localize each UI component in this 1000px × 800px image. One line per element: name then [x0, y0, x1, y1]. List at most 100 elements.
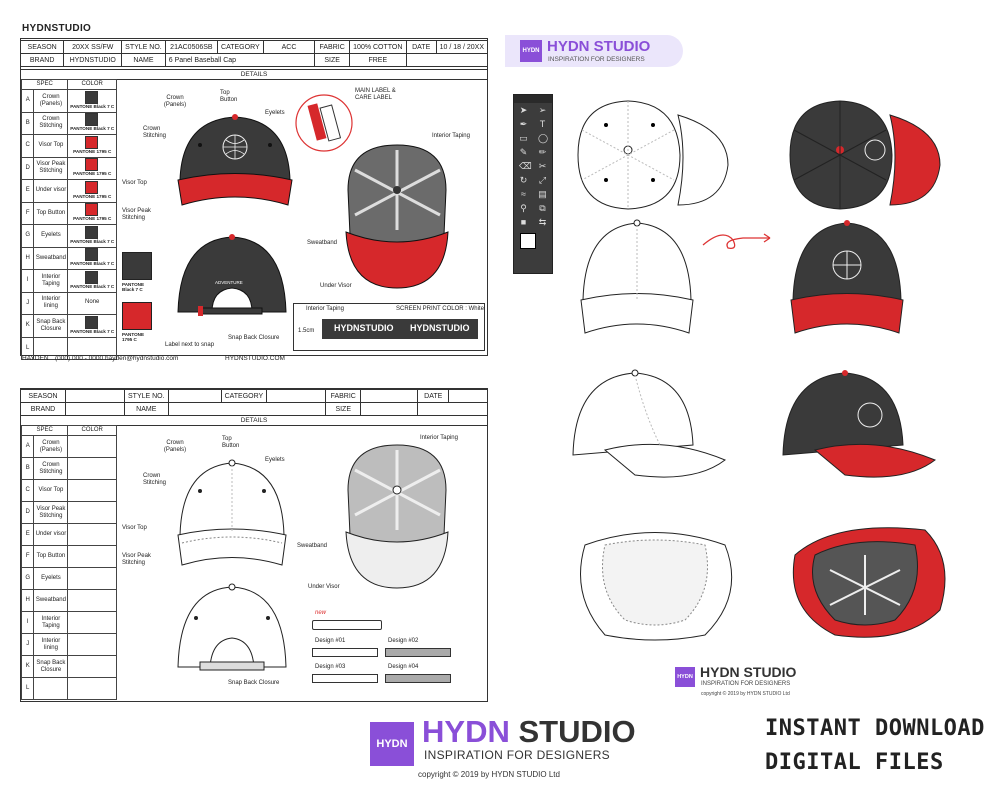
eyedropper-icon[interactable]: ⚲: [520, 202, 527, 213]
spec-name: Under visor: [33, 179, 69, 203]
cap-front-outline-right: [580, 219, 694, 334]
spec-letter: E: [20, 179, 35, 203]
brand-value-2: [65, 402, 125, 416]
rotate-icon[interactable]: ↻: [519, 174, 528, 185]
spec-color: [67, 457, 117, 480]
pantone-label: PANTONE Black 7 C: [70, 103, 115, 109]
bottom-title-b: STUDIO: [509, 714, 636, 749]
spec-color: PANTONE Black 7 C: [67, 314, 117, 338]
pantone-label: PANTONE Black 7 C: [70, 238, 115, 244]
spec-name: Interior lining: [33, 633, 69, 656]
tools-row: ■⇆: [514, 215, 552, 229]
spec-letter: G: [20, 567, 35, 590]
color-swatch: [84, 180, 98, 194]
callout-visor-top: Visor Top: [122, 180, 147, 186]
pen-icon[interactable]: ✒: [519, 118, 528, 129]
bottom-title-a: HYDN: [422, 714, 510, 749]
spec-letter: A: [20, 435, 35, 458]
cap-front-colored: [177, 114, 293, 206]
color-swatch: [84, 225, 98, 239]
spec-name: Interior Taping: [33, 611, 69, 634]
fill-stroke-icon[interactable]: ■: [520, 216, 527, 227]
empty-cell-2: [417, 402, 488, 416]
design-03-strap: [312, 674, 378, 683]
size-label: SIZE: [314, 53, 350, 67]
small-copyright: copyright © 2019 by HYDN STUDIO Ltd: [701, 691, 790, 697]
direct-select-icon[interactable]: ➢: [538, 104, 547, 115]
gradient-icon[interactable]: ▤: [538, 188, 547, 199]
fill-swatch[interactable]: [520, 233, 536, 249]
pantone-label: PANTONE Black 7 C: [70, 126, 115, 132]
date-label-2: DATE: [417, 389, 450, 403]
cap-under-colored-right: [792, 527, 946, 638]
spec-letter: L: [20, 677, 35, 700]
spec-color: PANTONE Black 7 C: [67, 89, 117, 113]
spec-name: Interior Taping: [33, 269, 69, 293]
spec-letter: C: [20, 134, 35, 158]
adventure-text: ADVENTURE: [215, 280, 243, 285]
design-03-label: Design #03: [315, 664, 346, 670]
spec-letter: I: [20, 269, 35, 293]
season-value: 20XX SS/FW: [63, 40, 123, 54]
spec-letter: F: [20, 545, 35, 568]
date-value-2: [448, 389, 488, 403]
pointer-icon[interactable]: ➤: [519, 104, 528, 115]
name-value: 6 Panel Baseball Cap: [164, 53, 316, 67]
callout-crown-stitching: Crown Stitching: [143, 126, 167, 139]
ellipse-icon[interactable]: ◯: [538, 132, 549, 143]
style-value-2: [167, 389, 222, 403]
small-subtitle: INSPIRATION FOR DESIGNERS: [701, 681, 791, 687]
category-value: ACC: [262, 40, 316, 54]
callout-label-next: Label next to snap: [165, 342, 215, 348]
name-value-2: [167, 402, 327, 416]
color-header: COLOR: [67, 79, 117, 90]
fabric-value-2: [360, 389, 419, 403]
callout2-crown-stitching: Crown Stitching: [143, 473, 167, 486]
brush-icon[interactable]: ✎: [519, 146, 528, 157]
spec-row: L: [20, 677, 117, 700]
cap-front-outline: [177, 459, 287, 566]
pencil-icon[interactable]: ✏: [538, 146, 547, 157]
scissors-icon[interactable]: ✂: [538, 160, 547, 171]
category-label: CATEGORY: [217, 40, 264, 54]
spec-color: [67, 523, 117, 546]
date-label: DATE: [405, 40, 437, 54]
download-line-2: DIGITAL FILES: [765, 750, 944, 775]
warp-icon[interactable]: ≈: [521, 188, 526, 199]
scale-icon[interactable]: ⤢: [538, 174, 547, 185]
design-02-strap: [385, 648, 451, 657]
tools-row: ↻⤢: [514, 173, 552, 187]
callout-visor-peak: Visor Peak Stitching: [122, 208, 151, 221]
callout2-snap-back: Snap Back Closure: [228, 680, 280, 686]
swap-icon[interactable]: ⇆: [538, 216, 547, 227]
tools-row: ✎✏: [514, 145, 552, 159]
rectangle-icon[interactable]: ▭: [519, 132, 528, 143]
pantone-label: PANTONE Black 7 C: [70, 261, 115, 267]
spec-name: Crown Stitching: [33, 111, 69, 135]
spec-color: [67, 501, 117, 524]
spec-letter: H: [20, 246, 35, 270]
tape-detail-box: [293, 303, 485, 351]
blend-icon[interactable]: ⧉: [539, 202, 546, 213]
callout2-visor-peak: Visor Peak Stitching: [122, 553, 151, 566]
spec-name: [33, 336, 69, 360]
fabric-value: 100% COTTON: [348, 40, 407, 54]
type-icon[interactable]: T: [539, 118, 546, 129]
eraser-icon[interactable]: ⌫: [519, 160, 532, 171]
spec-name: Top Button: [33, 201, 69, 225]
callout-under-visor: Under Visor: [320, 283, 352, 289]
spec-name: Sweatband: [33, 589, 69, 612]
tools-row: ➤➢: [514, 103, 552, 117]
color-swatch: [84, 203, 98, 217]
transform-arrow: [702, 233, 771, 249]
